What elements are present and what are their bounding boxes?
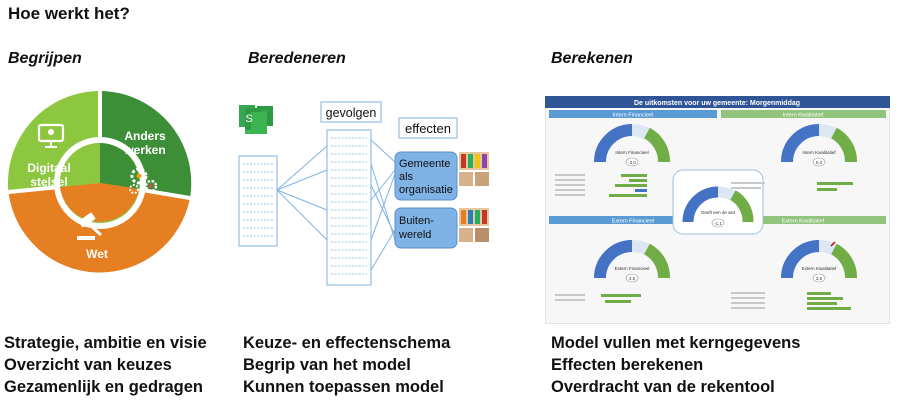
panel-header-extern-financieel: Extern Financieel [612,219,655,225]
svg-text:Intern Kwalitatief: Intern Kwalitatief [802,150,836,155]
svg-text:4,5: 4,5 [629,276,636,281]
panel-header-intern-financieel: Intern Financieel [613,113,654,119]
gavel-icon [77,212,103,240]
svg-text:3,6: 3,6 [816,276,823,281]
bullet-item: Model vullen met kerngegevens [551,334,801,352]
segment-label-digitaal: Digitaal [27,161,70,175]
mini-bars-extern-financieel [555,294,641,303]
effect-thumbnails [459,152,489,242]
berekenen-dashboard: De uitkomsten voor uw gemeente: Morgenmi… [545,96,890,324]
gemeente-line1: Gemeente [399,158,450,170]
panel-header-intern-kwalitatief: Intern Kwalitatief [783,113,824,119]
effecten-box [398,117,458,139]
effecten-label: effecten [405,121,451,136]
gauge-extern-kwalitatief: Extern Kwalitatief 3,6 [781,240,857,283]
buitenwereld-box [394,207,458,249]
bullet-item: Keuze- en effectenschema [243,334,451,352]
bullet-item: Begrip van het model [243,356,411,374]
keuzes-list-box [238,155,278,247]
gemeente-line3: organisatie [399,184,453,196]
svg-text:Extern Kwalitatief: Extern Kwalitatief [802,266,838,271]
heading-begrijpen: Begrijpen [8,50,82,67]
begrijpen-circle-diagram: Digitaal stelsel Anders werken Wet [7,90,192,273]
svg-text:0,3: 0,3 [816,160,823,165]
heading-beredeneren: Beredeneren [248,50,346,67]
svg-text:-3,0: -3,0 [628,160,636,165]
beredeneren-schema: S gevolgen effecten [238,101,489,286]
gauge-intern-kwalitatief: Intern Kwalitatief 0,3 [781,124,857,167]
buiten-line1: Buiten- [399,215,434,227]
heading-berekenen: Berekenen [551,50,633,67]
gauge-extern-financieel: Extern Financieel 4,5 [594,240,670,283]
buiten-line2: wereld [398,229,431,241]
segment-label-anders: Anders [124,129,166,143]
bullets-begrijpen: Strategie, ambitie en visie Overzicht va… [4,332,207,398]
svg-text:Extern Financieel: Extern Financieel [615,266,650,271]
document-stack: S [239,105,273,134]
bullets-beredeneren: Keuze- en effectenschema Begrip van het … [243,332,450,398]
bullet-item: Overzicht van keuzes [4,356,172,374]
gevolgen-box [320,101,382,123]
gevolgen-label: gevolgen [326,106,377,120]
segment-label-stelsel: stelsel [30,175,67,189]
gemeente-box [394,151,458,201]
panel-header-extern-kwalitatief: Extern Kwalitatief [782,219,825,225]
gears-icon [129,167,158,194]
doc-stack-label: S [245,113,252,125]
bullet-item: Gezamenlijk en gedragen [4,378,203,396]
gemeente-line2: als [399,171,414,183]
gauge-center: Geeft een de wet -1,1 [672,169,764,235]
mini-bars-intern-financieel [555,174,647,197]
schema-connectors [276,139,396,271]
gevolgen-list-box [326,129,372,286]
mini-bars-intern-kwalitatief [731,182,853,191]
bullet-item: Kunnen toepassen model [243,378,444,396]
dashboard-header-bar [545,96,890,108]
svg-text:Geeft een de wet: Geeft een de wet [701,210,736,215]
bullet-item: Effecten berekenen [551,356,704,374]
svg-text:-1,1: -1,1 [714,221,722,226]
bullets-berekenen: Model vullen met kerngegevens Effecten b… [551,332,800,398]
segment-label-wet: Wet [86,247,108,261]
bullet-item: Overdracht van de rekentool [551,378,775,396]
bullet-item: Strategie, ambitie en visie [4,334,207,352]
monitor-icon [37,123,65,148]
gauge-intern-financieel: Intern Financieel -3,0 [594,124,670,167]
segment-label-werken: werken [123,143,165,157]
mini-bars-extern-kwalitatief [731,292,851,310]
dashboard-header: De uitkomsten voor uw gemeente: Morgenmi… [634,100,800,107]
page-title: Hoe werkt het? [8,4,130,23]
svg-text:Intern Financieel: Intern Financieel [615,150,648,155]
